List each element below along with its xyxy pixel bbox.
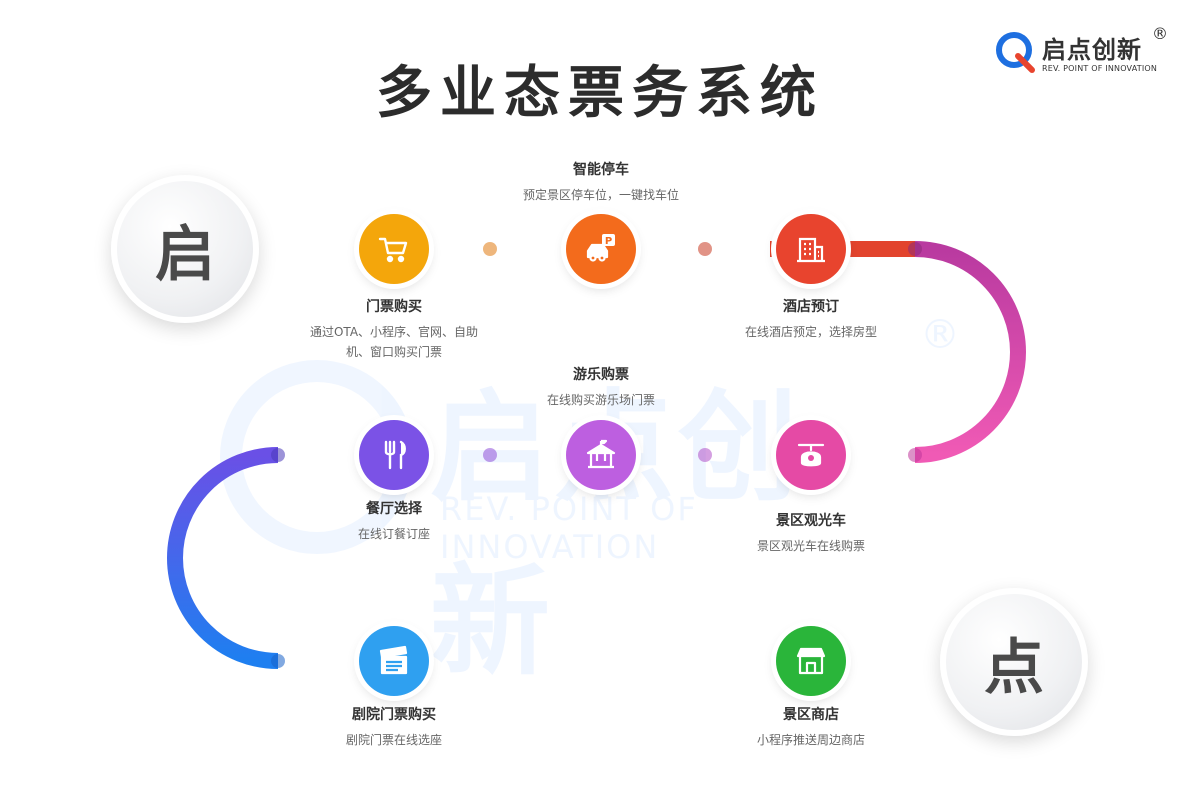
node-title: 酒店预订	[783, 299, 839, 315]
node-title: 景区观光车	[776, 513, 846, 529]
label-smart-parking: 智能停车 预定景区停车位，一键找车位	[481, 159, 721, 205]
node-amusement-tickets[interactable]	[566, 420, 636, 490]
watermark-registered-mark: ®	[920, 312, 960, 358]
node-restaurant[interactable]	[359, 420, 429, 490]
node-description: 预定景区停车位，一键找车位	[522, 188, 679, 202]
brand-logo: 启点创新 ® REV. POINT OF INNOVATION	[994, 24, 1174, 78]
node-title: 剧院门票购买	[352, 707, 436, 723]
label-ticket-purchase: 门票购买 通过OTA、小程序、官网、自助机、窗口购买门票	[304, 296, 484, 362]
store-icon	[796, 647, 826, 675]
fork-knife-icon	[384, 440, 406, 470]
node-title: 餐厅选择	[366, 501, 422, 517]
node-smart-parking[interactable]: P	[566, 214, 636, 284]
path-dot	[908, 242, 922, 256]
node-description: 景区观光车在线购票	[756, 539, 865, 553]
node-description: 通过OTA、小程序、官网、自助机、窗口购买门票	[309, 325, 479, 359]
node-description: 剧院门票在线选座	[345, 733, 442, 747]
node-description: 在线酒店预定，选择房型	[744, 325, 877, 339]
node-description: 小程序推送周边商店	[756, 733, 865, 747]
node-ticket-purchase[interactable]	[359, 214, 429, 284]
path-dot	[698, 242, 712, 256]
logo-q-icon	[996, 32, 1035, 73]
node-hotel-booking[interactable]	[776, 214, 846, 284]
shopping-cart-icon	[378, 237, 408, 263]
label-theater-tickets: 剧院门票购买 剧院门票在线选座	[294, 704, 494, 750]
node-sightseeing-car[interactable]	[776, 420, 846, 490]
node-title: 门票购买	[366, 299, 422, 315]
path-dot	[698, 448, 712, 462]
label-sightseeing-car: 景区观光车 景区观光车在线购票	[701, 510, 921, 556]
node-description: 在线订餐订座	[357, 527, 430, 541]
logo-subtitle: REV. POINT OF INNOVATION	[1042, 64, 1158, 73]
node-title: 智能停车	[573, 162, 629, 178]
path-curve-right	[914, 241, 1026, 463]
carousel-icon	[586, 439, 616, 469]
page-title: 多业态票务系统	[376, 61, 824, 126]
watermark-subtitle: REV. POINT OF INNOVATION	[440, 490, 698, 566]
node-scenic-store[interactable]	[776, 626, 846, 696]
sightseeing-vehicle-icon	[797, 443, 825, 467]
node-title: 景区商店	[783, 707, 839, 723]
hotel-building-icon	[797, 237, 825, 263]
node-description: 在线购买游乐场门票	[546, 393, 655, 407]
label-amusement-tickets: 游乐购票 在线购买游乐场门票	[491, 364, 711, 410]
parking-car-icon: P	[586, 234, 615, 262]
path-curve-left	[167, 447, 279, 669]
path-dots	[271, 242, 922, 668]
clapperboard-icon	[379, 645, 408, 675]
logo-name: 启点创新	[1042, 36, 1142, 64]
label-scenic-store: 景区商店 小程序推送周边商店	[711, 704, 911, 750]
label-hotel-booking: 酒店预订 在线酒店预定，选择房型	[701, 296, 921, 342]
svg-text:P: P	[605, 236, 612, 247]
label-restaurant: 餐厅选择 在线订餐订座	[294, 498, 494, 544]
node-title: 游乐购票	[573, 367, 629, 383]
node-theater-tickets[interactable]	[359, 626, 429, 696]
logo-registered-mark: ®	[1152, 24, 1168, 43]
path-dot	[483, 448, 497, 462]
path-dot	[271, 448, 285, 462]
path-dot	[908, 448, 922, 462]
end-circle: 点	[940, 588, 1088, 736]
path-dot	[271, 654, 285, 668]
start-circle: 启	[111, 175, 259, 323]
path-dot	[483, 242, 497, 256]
